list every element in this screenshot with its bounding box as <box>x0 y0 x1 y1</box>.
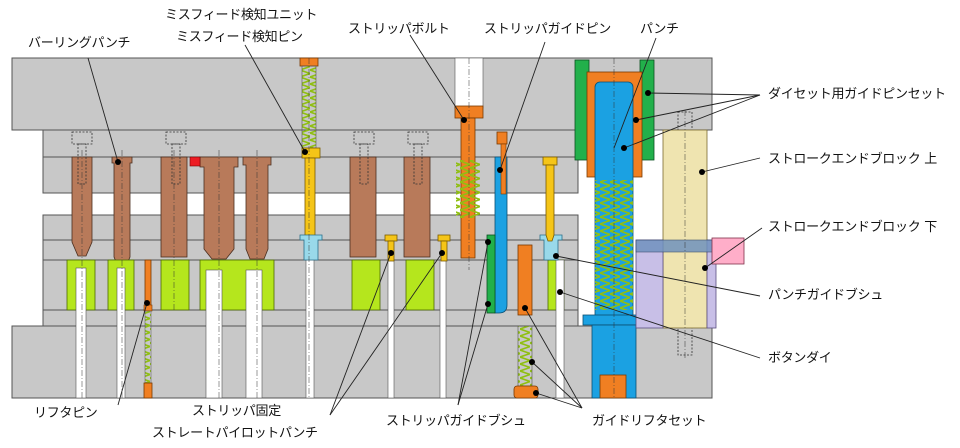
guide-lifter-set <box>513 244 539 399</box>
clearance-holes <box>75 57 565 399</box>
red-marker <box>189 156 201 167</box>
label-straight-pilot-punch: ストレートパイロットパンチ <box>152 426 318 441</box>
label-misfeed-pin: ミスフィード検知ピン <box>176 30 303 45</box>
label-die-set-guide-pin-set: ダイセット用ガイドピンセット <box>768 87 946 102</box>
label-misfeed-unit: ミスフィード検知ユニット <box>165 8 318 23</box>
center-lines <box>81 58 686 398</box>
label-guide-lifter-set: ガイドリフタセット <box>592 414 707 429</box>
label-stripper-bolt: ストリッパボルト <box>348 22 450 37</box>
straight-pilot-punches <box>384 156 558 262</box>
stripper-guide-pin <box>486 131 508 314</box>
label-punch-guide-bush: パンチガイドブシュ <box>768 288 883 303</box>
label-punch: パンチ <box>640 22 679 37</box>
label-stroke-end-block-lower: ストロークエンドブロック 下 <box>768 220 937 235</box>
label-stripper-fixed: ストリッパ固定 <box>192 404 281 419</box>
label-button-die: ボタンダイ <box>768 351 832 366</box>
leader-dots <box>115 90 708 396</box>
label-stripper-guide-pin: ストリッパガイドピン <box>484 22 612 37</box>
lifter-pin <box>143 259 153 399</box>
burring-punch-group <box>71 156 431 267</box>
label-stroke-end-block-upper: ストロークエンドブロック 上 <box>768 152 937 167</box>
label-lifter-pin: リフタピン <box>34 406 98 421</box>
label-burring-punch: バーリングパンチ <box>28 36 131 51</box>
label-stripper-guide-bush: ストリッパガイドブシュ <box>386 414 526 429</box>
stripper-bolt <box>454 105 484 259</box>
leader-lines <box>87 34 763 416</box>
